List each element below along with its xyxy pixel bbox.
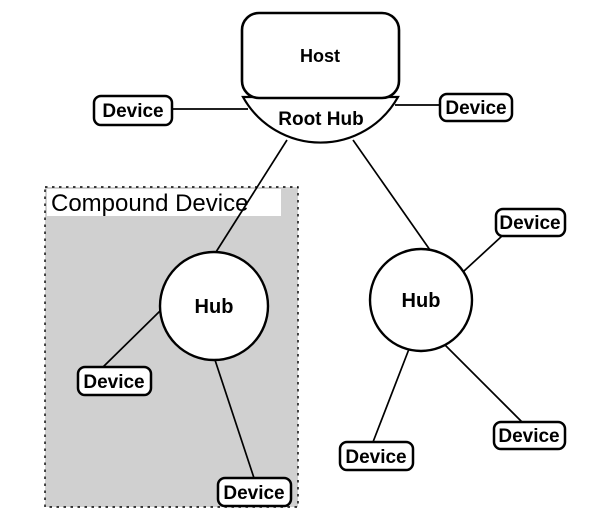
device-label: Device [445, 98, 506, 119]
hub-compound-shape [158, 250, 270, 362]
hub-compound-label: Hub [195, 296, 234, 318]
device-shape [492, 420, 567, 451]
root-hub-label: Root Hub [278, 109, 363, 130]
device-right-lower-right: Device [492, 420, 567, 451]
device-top-right: Device [438, 92, 514, 123]
edge-hubcompound-device-bottom [214, 359, 255, 479]
root-hub-node: Root Hub [241, 95, 400, 144]
hub-right-label: Hub [402, 290, 441, 312]
device-compound-bottom: Device [216, 476, 293, 508]
device-right-upper: Device [494, 207, 567, 238]
edge-hubright-device-upper [463, 235, 503, 272]
device-right-lower-left: Device [338, 440, 415, 472]
edge-roothub-hub-right [352, 139, 431, 251]
device-label: Device [83, 372, 144, 393]
root-hub-shape [241, 95, 400, 144]
compound-device-label: Compound Device [51, 190, 248, 217]
device-shape [494, 207, 567, 238]
device-label: Device [102, 101, 163, 122]
edge-hubright-device-lower-right [444, 344, 523, 423]
hub-right-node: Hub [368, 247, 474, 353]
device-shape [338, 440, 415, 472]
host-label: Host [300, 46, 340, 66]
device-shape [76, 365, 153, 397]
device-top-left: Device [92, 94, 174, 127]
device-shape [216, 476, 293, 508]
host-shape [240, 11, 401, 100]
device-shape [438, 92, 514, 123]
device-label: Device [498, 426, 559, 447]
device-compound-left: Device [76, 365, 153, 397]
device-label: Device [345, 447, 406, 468]
compound-device-box [44, 186, 299, 508]
device-label: Device [223, 483, 284, 504]
edge-hubright-device-lower-left [372, 348, 410, 443]
edge-hubcompound-device-left [101, 310, 161, 369]
host-node: Host [240, 11, 401, 100]
edge-roothub-hub-compound [215, 139, 288, 253]
device-shape [92, 94, 174, 127]
edges-group [101, 104, 523, 479]
compound-device-group: Compound Device [44, 186, 299, 508]
hub-compound-node: Hub [158, 250, 270, 362]
device-label: Device [499, 213, 560, 234]
hub-right-shape [368, 247, 474, 353]
